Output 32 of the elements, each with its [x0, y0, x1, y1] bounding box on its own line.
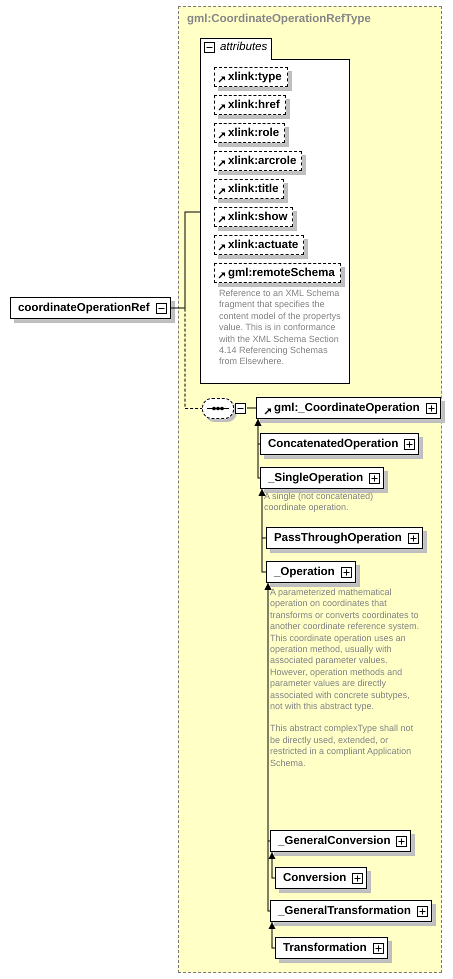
inheritance-arrow — [268, 922, 276, 948]
element-name: _GeneralTransformation — [278, 905, 411, 917]
inheritance-arrow — [254, 418, 262, 478]
inheritance-arrow — [264, 582, 272, 912]
attribute-name: xlink:title — [228, 183, 278, 195]
description-text: A parameterized mathematical operation on coordinates that transforms or converts coordinates to another coordinate reference system. This coordinate operation uses an operation method, usually with associated parameter values. However, operation methods and parameter values are directly associated with concrete subtypes, not with this abstract type. — [270, 587, 420, 712]
attribute-group-panel — [200, 38, 350, 384]
element-name: _SingleOperation — [268, 472, 364, 484]
element-name: coordinateOperationRef — [18, 302, 150, 314]
description-text: This abstract complexType shall not be directly used, extended, or restricted in a compliant Application Schema. — [270, 723, 414, 770]
attribute-name: xlink:arcrole — [228, 155, 296, 167]
attribute-name: xlink:type — [228, 71, 282, 83]
inheritance-arrow — [258, 488, 266, 572]
element-name: Transformation — [283, 942, 367, 954]
attribute-name: xlink:href — [228, 99, 280, 111]
element-name: ConcatenatedOperation — [268, 438, 398, 450]
attribute-name: xlink:role — [228, 127, 280, 139]
type-name: gml:CoordinateOperationRefType — [187, 13, 371, 25]
inheritance-arrow — [268, 852, 276, 878]
attribute-name: gml:remoteSchema — [228, 267, 335, 279]
element-name: PassThroughOperation — [274, 532, 402, 544]
description-text: Reference to an XML Schema fragment that specifies the content model of the propertys value. This is in conformance with the XML Schema Section 4.14 Referencing Schemas from Elsewhere. — [219, 288, 342, 368]
element-name: Conversion — [283, 872, 346, 884]
group-heading: attributes — [220, 41, 268, 53]
attribute-name: xlink:show — [228, 211, 288, 223]
element-name: gml:_CoordinateOperation — [274, 402, 420, 414]
type-container — [178, 6, 442, 973]
description-text: A single (not concatenated) coordinate operation. — [264, 491, 374, 514]
element-name: _GeneralConversion — [278, 835, 390, 847]
attribute-name: xlink:actuate — [228, 239, 298, 251]
element-name: _Operation — [274, 566, 335, 578]
sequence-compositor — [202, 398, 247, 419]
